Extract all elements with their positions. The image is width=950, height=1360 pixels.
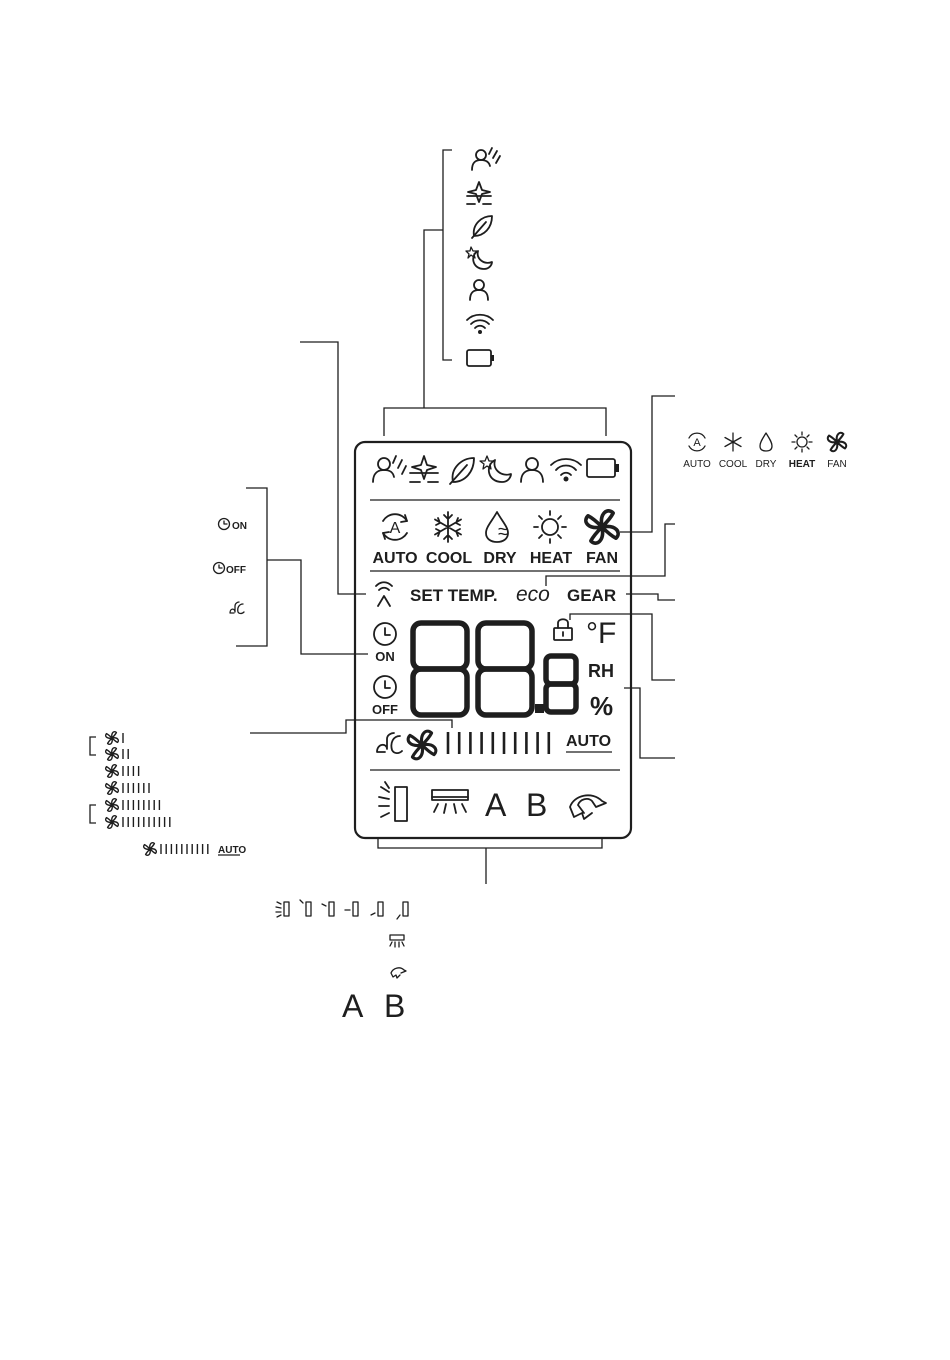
direct-airflow-small-icon	[391, 968, 406, 978]
fan-icon	[106, 799, 119, 812]
heat-mode-icon	[534, 511, 566, 543]
timer-on-small-icon	[219, 519, 230, 530]
timer-callout: ON OFF	[214, 519, 248, 614]
timer-on-callout-label: ON	[232, 521, 247, 532]
lcd-leaf-icon	[450, 458, 474, 484]
fan-auto-label: AUTO	[566, 733, 611, 750]
gear-label: GEAR	[567, 586, 616, 605]
decimal-point	[535, 704, 544, 713]
timer-off-callout-label: OFF	[226, 565, 246, 576]
fan-icon	[106, 765, 119, 778]
sleep-icon	[466, 247, 492, 269]
direct-airflow-icon	[570, 795, 606, 819]
lcd-display: A AUTO COOL DRY HEAT FAN SET TEMP. eco G…	[355, 442, 631, 838]
turbo-small-icon	[230, 602, 244, 614]
timer-on-icon	[374, 623, 396, 645]
set-temp-label: SET TEMP.	[410, 586, 498, 605]
timer-on-label: ON	[375, 649, 395, 664]
wifi-icon	[467, 315, 493, 334]
legend-label-dry: DRY	[756, 459, 777, 470]
digit-1	[413, 623, 467, 715]
mode-legend: A AUTO COOL DRY HEAT FAN	[683, 432, 847, 470]
louver-position-4	[345, 902, 358, 916]
fan-icon	[106, 748, 119, 761]
timer-off-label: OFF	[372, 702, 398, 717]
fan-speed-list	[106, 732, 170, 829]
louver-position-1	[276, 902, 289, 917]
louver-icon	[379, 782, 407, 821]
icon-column	[466, 148, 500, 366]
lcd-person-icon	[521, 458, 543, 482]
lcd-follow-me-icon	[373, 456, 406, 482]
zone-b-label: B	[526, 787, 547, 823]
svg-text:A: A	[693, 437, 701, 449]
leaf-icon	[472, 216, 492, 238]
fan-icon	[106, 732, 119, 745]
temperature-unit: °F	[586, 617, 616, 650]
louver-position-2	[300, 900, 311, 916]
fan-level-row	[106, 765, 139, 778]
indoor-unit-icon	[432, 790, 468, 813]
auto-mode-icon: A	[383, 514, 407, 540]
dry-mode-icon	[486, 512, 508, 542]
legend-fan-icon	[828, 433, 846, 451]
fan-level-row	[106, 748, 129, 761]
battery-icon	[467, 350, 494, 366]
louver-position-5	[371, 902, 383, 916]
turbo-icon	[377, 733, 402, 753]
fan-level-row	[106, 782, 149, 795]
fan-icon	[106, 816, 119, 829]
mode-label-dry: DRY	[483, 550, 517, 567]
legend-cool-icon	[725, 433, 741, 451]
fan-level-row	[106, 799, 160, 812]
lcd-clean-icon	[410, 456, 438, 482]
legend-label-cool: COOL	[719, 459, 748, 470]
mode-label-cool: COOL	[426, 550, 472, 567]
follow-me-icon	[472, 148, 500, 170]
eco-label: eco	[516, 583, 550, 606]
legend-label-auto: AUTO	[683, 459, 711, 470]
timer-off-icon	[374, 676, 396, 698]
fan-speed-bars	[448, 732, 549, 754]
louver-position-3	[322, 902, 334, 916]
legend-heat-icon	[792, 432, 812, 452]
auto-mode-letter: A	[390, 520, 401, 537]
mode-label-fan: FAN	[586, 550, 618, 567]
mode-label-heat: HEAT	[530, 550, 573, 567]
digit-2	[478, 623, 532, 715]
cool-mode-icon	[435, 512, 461, 542]
zone-a-callout-label: A	[342, 988, 364, 1024]
legend-auto-icon: A	[689, 433, 705, 451]
fan-auto-callout-bars	[161, 844, 208, 854]
swing-icon	[376, 582, 392, 606]
legend-label-heat: HEAT	[789, 459, 815, 470]
timer-off-small-icon	[214, 563, 225, 574]
digit-3	[546, 656, 576, 712]
fan-speed-icon	[408, 731, 436, 759]
lcd-sleep-icon	[480, 456, 511, 482]
fan-icon	[106, 782, 119, 795]
fan-auto-callout	[144, 843, 157, 856]
person-icon	[470, 280, 488, 300]
louver-positions	[276, 900, 408, 919]
zone-a-label: A	[485, 787, 507, 823]
louver-position-6	[397, 902, 408, 919]
lcd-battery-icon	[587, 459, 619, 477]
zone-b-callout-label: B	[384, 988, 405, 1024]
legend-label-fan: FAN	[827, 459, 846, 470]
mode-label-auto: AUTO	[372, 550, 417, 567]
humidity-label: RH	[588, 661, 614, 681]
percent-symbol: %	[590, 691, 613, 721]
fan-mode-icon	[586, 511, 618, 543]
seven-segment-digits	[413, 623, 576, 715]
clean-icon	[467, 182, 491, 204]
legend-dry-icon	[760, 433, 772, 451]
fan-level-row	[106, 732, 123, 745]
fan-level-row	[106, 816, 170, 829]
lcd-wifi-icon	[551, 459, 581, 482]
indoor-unit-small-icon	[390, 935, 404, 947]
lock-icon	[554, 619, 572, 640]
